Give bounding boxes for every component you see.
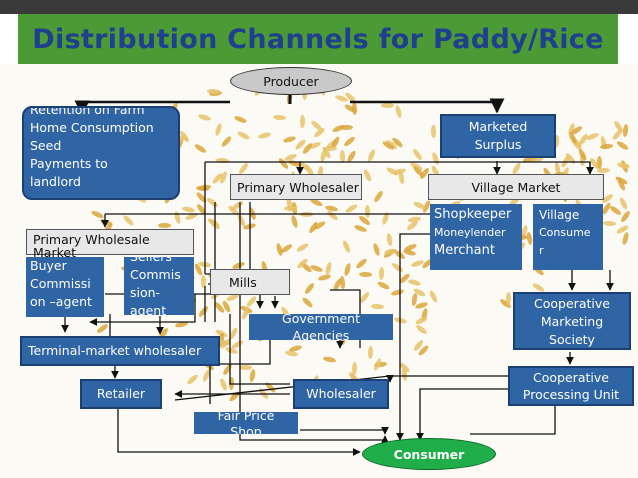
cooperative-marketing-line-1: Cooperative <box>534 296 610 311</box>
fair-price-shop-line-2: Shop <box>230 424 262 434</box>
retention-line-2: Home Consumption <box>30 120 154 135</box>
wholesaler-label: Wholesaler <box>306 386 376 401</box>
village-consumer-line-1: Village <box>539 208 580 222</box>
producer-label: Producer <box>263 73 319 89</box>
cooperative-processing-node: Cooperative Processing Unit <box>508 366 634 406</box>
diagram-canvas: Producer Retention on Farm Home Consumpt… <box>0 64 638 478</box>
village-market-label: Village Market <box>471 179 561 195</box>
consumer-node: Consumer <box>362 438 496 470</box>
page-title: Distribution Channels for Paddy/Rice <box>32 23 604 55</box>
consumer-label: Consumer <box>393 446 465 462</box>
terminal-market-node: Terminal-market wholesaler <box>20 336 220 366</box>
village-consumer-line-3: r <box>539 244 544 257</box>
marketed-surplus-node: Marketed Surplus <box>440 114 556 158</box>
cooperative-marketing-line-2: Marketing <box>540 314 604 329</box>
buyer-commission-node: Buyer Commissi on –agent <box>26 257 104 317</box>
buyer-commission-line-1: Buyer <box>30 258 67 273</box>
sellers-commission-line-1: Sellers <box>130 257 188 266</box>
shopkeeper-line-2: Moneylender <box>434 226 506 239</box>
government-agencies-line-2: Agencies <box>292 328 350 340</box>
buyer-commission-line-2: Commissi <box>30 276 91 291</box>
buyer-commission-line-3: on –agent <box>30 294 92 309</box>
shopkeeper-node: Shopkeeper Moneylender Merchant <box>430 204 522 270</box>
retention-line-4: Payments to <box>30 156 108 171</box>
primary-wholesale-market-node: Primary Wholesale Market <box>26 229 194 260</box>
fair-price-shop-line-1: Fair Price <box>217 412 275 423</box>
marketed-surplus-line-2: Surplus <box>474 137 522 152</box>
government-agencies-node: Government Agencies <box>249 314 393 340</box>
producer-node: Producer <box>230 67 352 95</box>
retention-line-3: Seed <box>30 138 62 153</box>
government-agencies-line-1: Government <box>282 314 360 326</box>
terminal-market-label: Terminal-market wholesaler <box>28 343 202 358</box>
fair-price-shop-node: Fair Price Shop <box>194 412 298 434</box>
village-consumer-node: Village Consume r <box>533 204 603 270</box>
title-band: Distribution Channels for Paddy/Rice <box>18 14 618 67</box>
mills-node: Mills <box>210 269 290 295</box>
village-consumer-line-2: Consume <box>539 226 591 239</box>
primary-wholesaler-label: Primary Wholesaler <box>237 179 359 195</box>
primary-wholesale-market-line-2: Market <box>33 245 76 260</box>
shopkeeper-line-1: Shopkeeper <box>434 207 512 222</box>
wholesaler-node: Wholesaler <box>293 379 389 409</box>
retention-node: Retention on Farm Home Consumption Seed … <box>22 106 180 200</box>
top-strip <box>0 0 638 14</box>
cooperative-marketing-node: Cooperative Marketing Society <box>513 292 631 350</box>
retention-line-1: Retention on Farm <box>30 106 145 117</box>
retailer-label: Retailer <box>96 386 146 401</box>
primary-wholesaler-node: Primary Wholesaler <box>230 174 362 200</box>
sellers-commission-node: Sellers Commis sion- agent <box>124 257 194 315</box>
cooperative-processing-line-1: Cooperative <box>533 370 609 385</box>
retention-line-5: landlord <box>30 174 81 189</box>
sellers-commission-line-2: Commis <box>130 267 181 282</box>
marketed-surplus-line-1: Marketed <box>468 119 528 134</box>
cooperative-processing-line-2: Processing Unit <box>522 387 620 402</box>
retailer-node: Retailer <box>80 379 162 409</box>
village-market-node: Village Market <box>428 174 604 200</box>
sellers-commission-line-4: agent <box>130 303 167 315</box>
sellers-commission-line-3: sion- <box>130 285 161 300</box>
primary-wholesale-market-line-1: Primary Wholesale <box>33 232 150 247</box>
shopkeeper-line-3: Merchant <box>434 243 495 258</box>
mills-label: Mills <box>229 274 257 290</box>
cooperative-marketing-line-3: Society <box>549 332 595 347</box>
